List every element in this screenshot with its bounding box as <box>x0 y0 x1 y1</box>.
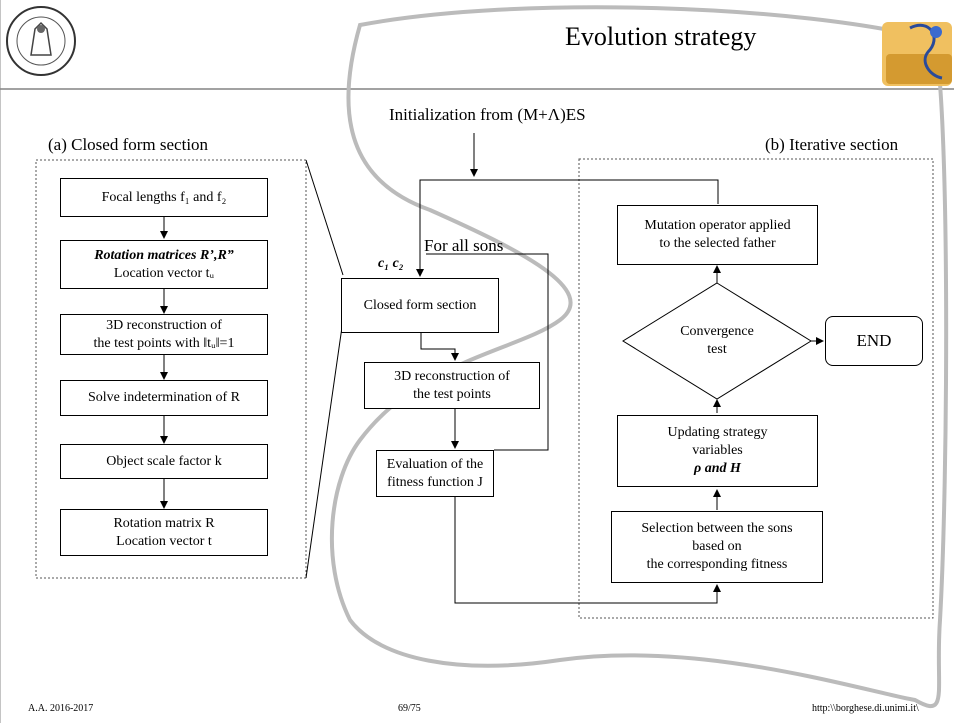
solve-indetermination-box: Solve indetermination of R <box>60 380 268 416</box>
footer-page: 69/75 <box>398 703 421 714</box>
ais-lab-logo <box>880 18 954 90</box>
university-seal-logo <box>5 5 77 77</box>
scale-factor-box: Object scale factor k <box>60 444 268 479</box>
slide-title: Evolution strategy <box>565 22 757 51</box>
rotation-matrices-box: Rotation matrices R’,R”Location vector t… <box>60 240 268 289</box>
footer-year: A.A. 2016-2017 <box>28 703 94 714</box>
init-label: Initialization from (M+Λ)ES <box>389 105 586 124</box>
convergence-label: Convergence test <box>680 324 754 357</box>
c1c2-label: c₁ c₂ <box>378 256 404 271</box>
for-all-sons-label: For all sons <box>424 236 504 255</box>
convergence-diamond <box>622 282 812 400</box>
iterative-section-label: (b) Iterative section <box>765 135 899 154</box>
focal-lengths-box: Focal lengths f₁ and f₂ <box>60 178 268 217</box>
end-box: END <box>825 316 923 366</box>
closed-section-label: (a) Closed form section <box>48 135 209 154</box>
footer-url: http:\\borghese.di.unimi.it\ <box>812 703 919 714</box>
closed-form-box: Closed form section <box>341 278 499 333</box>
iterative-frame <box>578 158 934 619</box>
